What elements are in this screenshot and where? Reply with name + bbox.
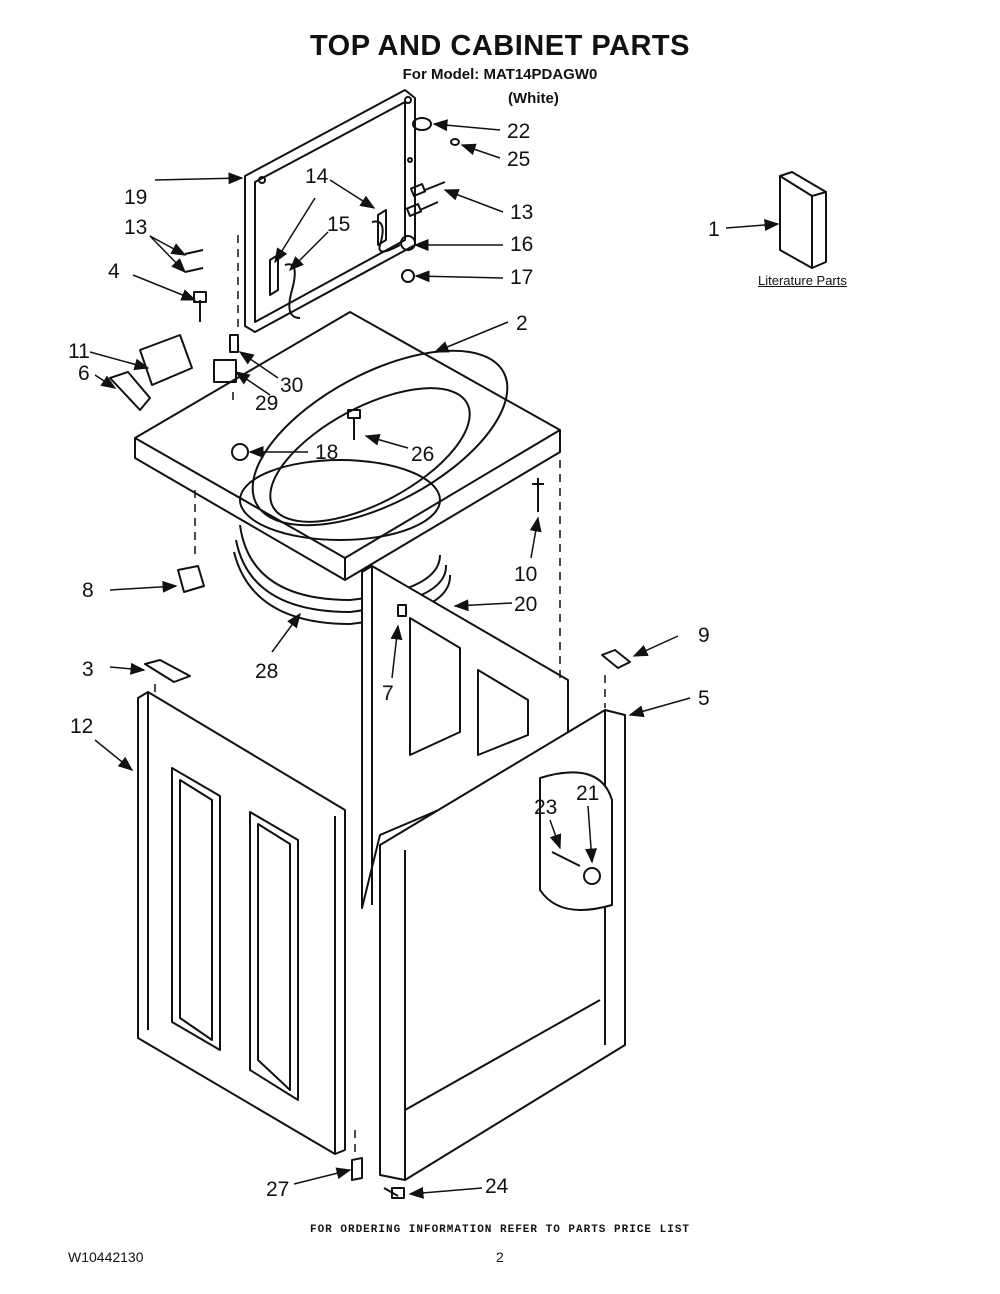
- callout-24: 24: [485, 1175, 509, 1198]
- clip-8: [177, 565, 205, 593]
- nut-21: [583, 867, 601, 885]
- model-color: (White): [508, 90, 559, 107]
- callout-labels: 1 2 3 4 5 6 7 8 9 10 11 12 13 13 14 15 1…: [68, 120, 720, 1201]
- clip-27: [351, 1157, 363, 1181]
- page-title: TOP AND CABINET PARTS: [309, 30, 690, 62]
- callout-4: 4: [108, 260, 120, 283]
- callout-2: 2: [516, 312, 528, 335]
- literature-booklet: [779, 171, 827, 269]
- callout-15: 15: [327, 213, 350, 236]
- callout-8: 8: [82, 579, 94, 602]
- screw-23: [551, 851, 581, 867]
- callout-18: 18: [315, 441, 338, 464]
- callout-17: 17: [510, 266, 533, 289]
- lid-bumper: [401, 269, 415, 283]
- top-panel: [134, 311, 561, 581]
- hinge-rod-right: [371, 220, 401, 253]
- callout-29: 29: [255, 392, 278, 415]
- alignment-lines: [154, 235, 606, 1158]
- callout-10: 10: [514, 563, 537, 586]
- callout-3: 3: [82, 658, 94, 681]
- callout-16: 16: [510, 233, 533, 256]
- screw-26-head: [347, 409, 361, 419]
- callout-13-right: 13: [510, 201, 533, 224]
- document-number: W10442130: [68, 1249, 144, 1265]
- tub-ring: [233, 524, 452, 625]
- callout-13-left: 13: [124, 216, 147, 239]
- plug-25: [450, 138, 460, 146]
- callout-25: 25: [507, 148, 530, 171]
- leader-arrows: [89, 119, 780, 1199]
- callout-26: 26: [411, 443, 434, 466]
- hose-connector: [231, 443, 249, 461]
- callout-11: 11: [68, 340, 90, 363]
- callout-23: 23: [534, 796, 557, 819]
- switch-assembly: [109, 334, 239, 411]
- left-side-panel: [137, 691, 346, 1155]
- callout-21: 21: [576, 782, 599, 805]
- callout-30: 30: [280, 374, 303, 397]
- leg-10: [532, 478, 544, 512]
- callout-19: 19: [124, 186, 147, 209]
- callout-9: 9: [698, 624, 710, 647]
- ordering-note: FOR ORDERING INFORMATION REFER TO PARTS …: [309, 1224, 691, 1236]
- clip-3: [144, 659, 191, 683]
- literature-parts-label: Literature Parts: [758, 273, 847, 288]
- page-number: 2: [496, 1249, 504, 1265]
- screw-24-head: [391, 1187, 405, 1199]
- callout-7: 7: [382, 682, 394, 705]
- callout-12: 12: [70, 715, 93, 738]
- callout-5: 5: [698, 687, 710, 710]
- callout-27: 27: [266, 1178, 289, 1201]
- callout-20: 20: [514, 593, 537, 616]
- callout-22: 22: [507, 120, 530, 143]
- callout-28: 28: [255, 660, 278, 683]
- right-side-panel: [379, 709, 626, 1181]
- rear-panel: [361, 565, 569, 909]
- bumper-22: [412, 117, 432, 131]
- clip-9: [601, 649, 631, 669]
- callout-1: 1: [708, 218, 720, 241]
- hinge-bracket-right: [377, 209, 387, 246]
- callout-14: 14: [305, 165, 329, 188]
- callout-6: 6: [78, 362, 90, 385]
- model-line: For Model: MAT14PDAGW0: [402, 66, 598, 83]
